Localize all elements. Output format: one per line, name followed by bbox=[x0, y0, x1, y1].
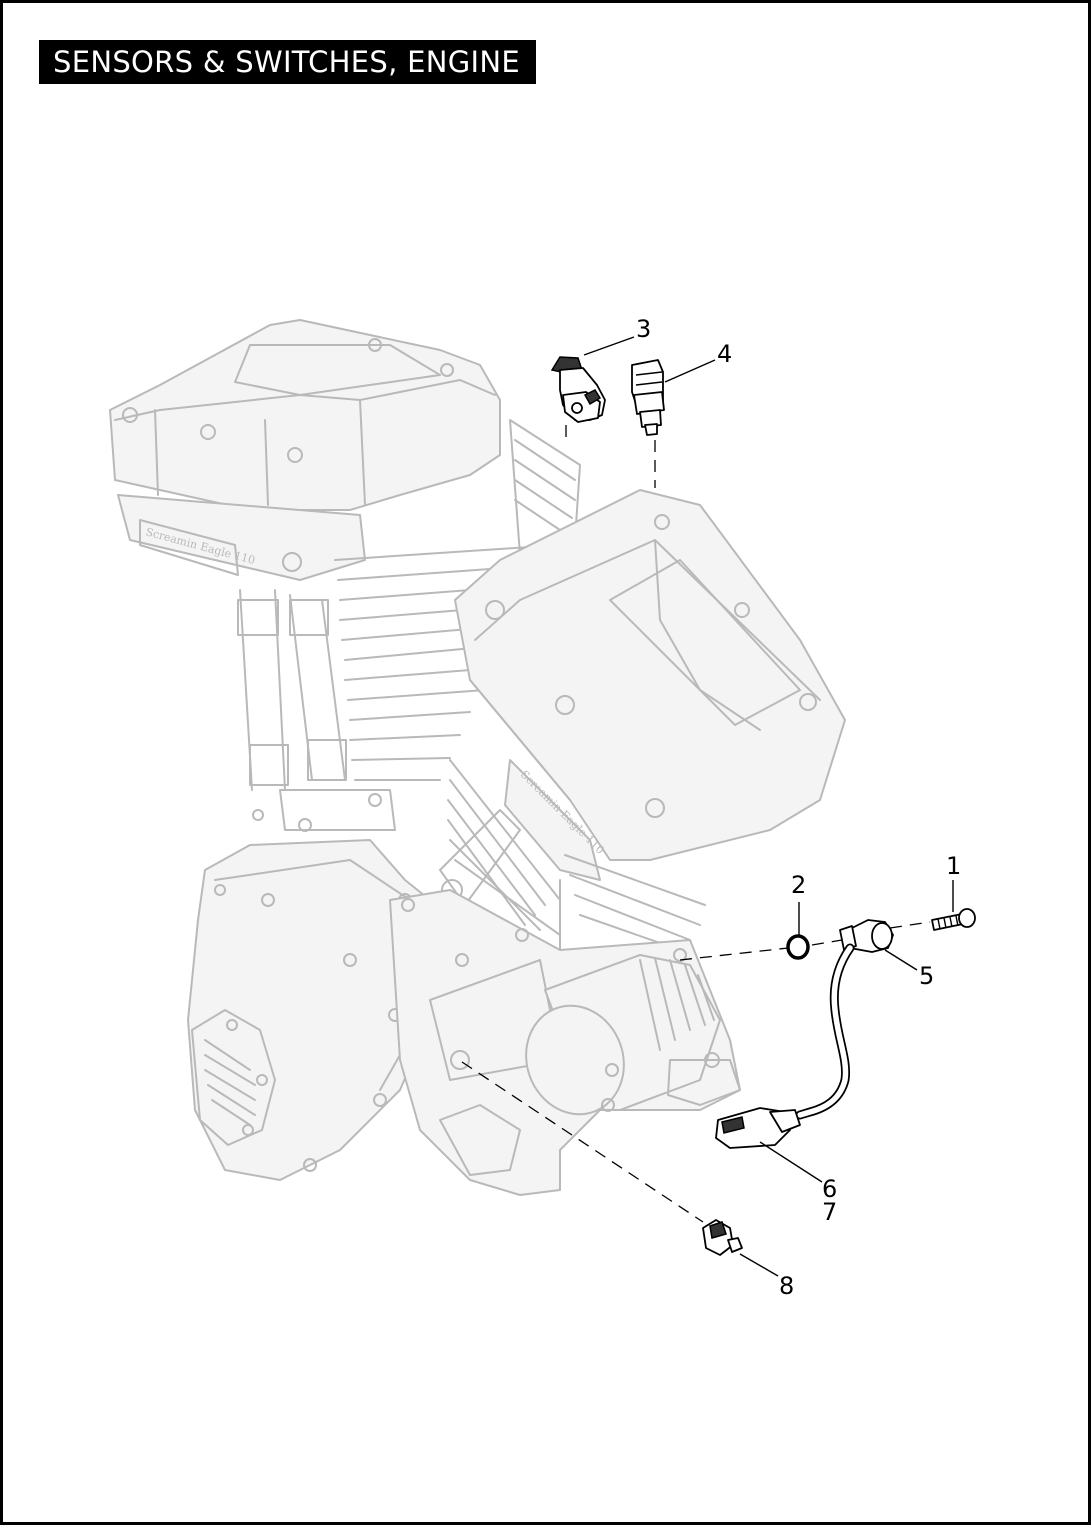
callout-2: 2 bbox=[791, 871, 806, 899]
callout-1: 1 bbox=[946, 852, 961, 880]
callout-5: 5 bbox=[919, 962, 934, 990]
leader-lines bbox=[583, 336, 954, 1277]
callout-4: 4 bbox=[717, 340, 732, 368]
part-3-sensor[interactable] bbox=[550, 356, 606, 423]
callout-3: 3 bbox=[636, 315, 651, 343]
part-1-screw[interactable] bbox=[931, 908, 976, 931]
page-title: SENSORS & SWITCHES, ENGINE bbox=[39, 40, 536, 84]
engine-illustration: Screamin Eagle 110 bbox=[109, 319, 846, 1196]
callout-6: 6 bbox=[822, 1175, 837, 1203]
callout-7: 7 bbox=[822, 1198, 837, 1226]
part-8-oil-pressure-switch[interactable] bbox=[702, 1219, 743, 1256]
callout-labels: 3 4 2 1 5 6 7 8 bbox=[636, 315, 961, 1300]
assembly-lines bbox=[461, 425, 931, 1223]
part-4-sender[interactable] bbox=[631, 359, 665, 436]
part-6-7-connector[interactable] bbox=[715, 1107, 801, 1149]
part-5-crank-position-sensor[interactable] bbox=[795, 919, 894, 1120]
part-2-o-ring[interactable] bbox=[786, 934, 810, 960]
callout-8: 8 bbox=[779, 1272, 794, 1300]
